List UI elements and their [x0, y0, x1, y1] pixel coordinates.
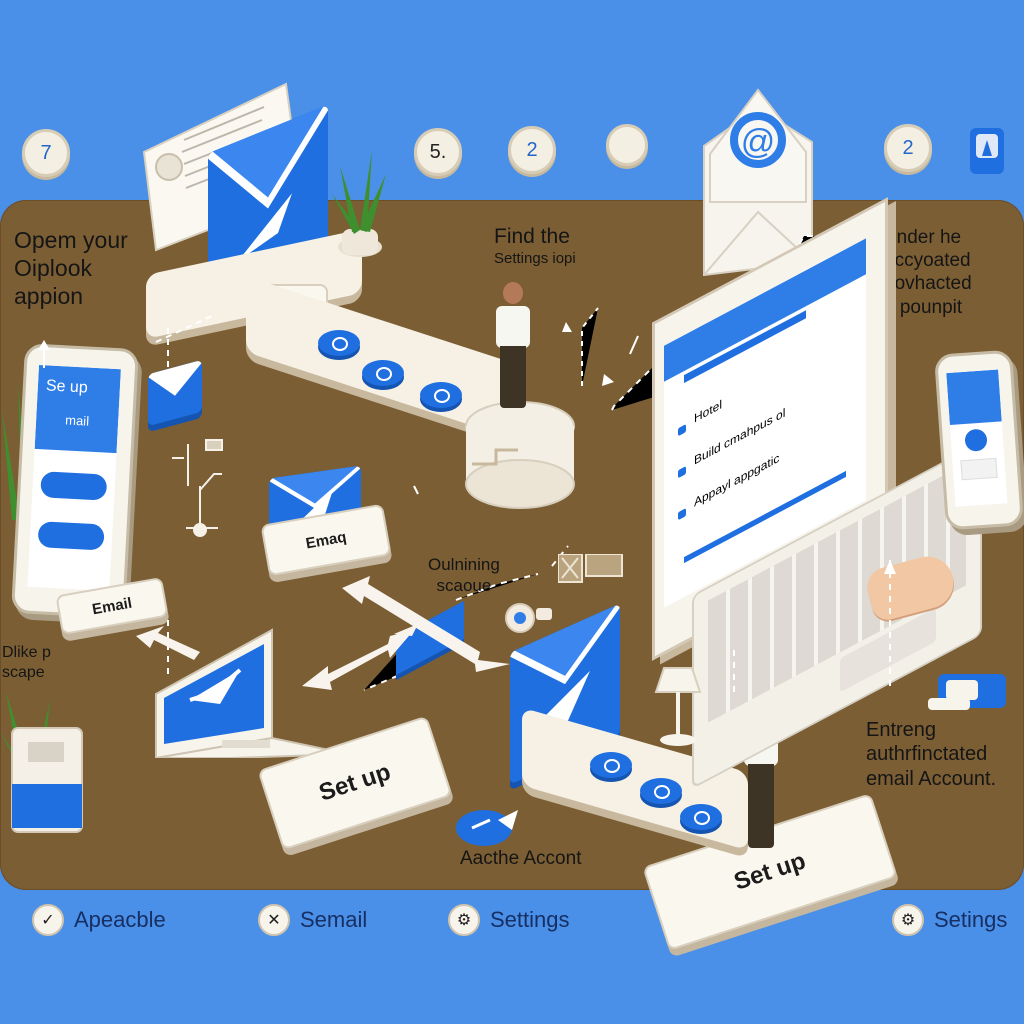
top-badge-1: 7 — [22, 129, 70, 177]
phone-app-icon — [964, 428, 988, 452]
gear-coin-icon — [505, 603, 552, 633]
open-email-envelope-icon — [208, 104, 328, 298]
central-email-envelope-icon — [510, 603, 620, 785]
legend-apeacble: ✓ Apeacble — [32, 904, 166, 936]
email-envelope-icon: @ — [703, 88, 813, 276]
gear-icon: ⚙ — [448, 904, 480, 936]
legend-semail: ✕ Semail — [258, 904, 367, 936]
step-find-settings: Find the Settings iopi — [494, 225, 576, 267]
step-enter-account: Ender he accyoated aovhacted o pounpit — [884, 227, 972, 318]
phone-button-2[interactable] — [37, 521, 105, 551]
gear-icon: ⚙ — [892, 904, 924, 936]
left-laptop — [155, 628, 349, 758]
svg-text:@: @ — [741, 123, 776, 161]
phone-card — [960, 457, 998, 481]
support-box-with-plant — [0, 692, 83, 833]
check-icon: ✓ — [32, 904, 64, 936]
email-path-step-2-icon — [640, 778, 682, 804]
path-step-1-icon — [318, 330, 360, 356]
stepped-pedestal — [465, 401, 575, 509]
bidirectional-arrows — [302, 576, 510, 690]
right-phone-device — [933, 349, 1024, 531]
flow-arrow-left-up — [38, 315, 213, 368]
step-open-outlook: Opem your Oiplook appion — [14, 227, 128, 310]
step-entering-account: Entreng authrfinctated email Account. — [866, 719, 997, 790]
screen-row-1: Hotel — [694, 396, 723, 426]
desk-lamp-icon — [654, 667, 702, 746]
legend-settings: ⚙ Settings — [448, 904, 570, 936]
top-badge-2: 5. — [414, 128, 462, 176]
app-icon — [970, 128, 1004, 174]
top-badge-5: 2 — [884, 124, 932, 172]
top-badge-4 — [606, 124, 648, 166]
phone-button-1[interactable] — [40, 471, 108, 501]
person-figure — [496, 282, 530, 408]
email-path-step-3-icon — [680, 804, 722, 830]
right-connectors — [733, 560, 896, 692]
step-activate-account: Aacthe Accont — [460, 848, 582, 869]
activate-account-icon — [456, 810, 518, 846]
left-arrow — [136, 626, 200, 660]
plant-icon — [332, 150, 386, 257]
cross-icon: ✕ — [258, 904, 290, 936]
step-outlining-setup: Oulnining scaoue — [428, 555, 500, 595]
setup-tools-icon — [172, 439, 223, 537]
step-make-setup: Dlike p scape — [2, 644, 51, 681]
legend-setings: ⚙ Setings — [892, 904, 1007, 936]
email-path-step-1-icon — [590, 752, 632, 778]
path-step-2-icon — [362, 360, 404, 386]
path-step-3-icon — [420, 382, 462, 408]
small-envelope-icon — [148, 359, 202, 427]
mini-device-icon — [928, 674, 1006, 710]
top-badge-3: 2 — [508, 126, 556, 174]
mini-controls — [558, 554, 623, 583]
